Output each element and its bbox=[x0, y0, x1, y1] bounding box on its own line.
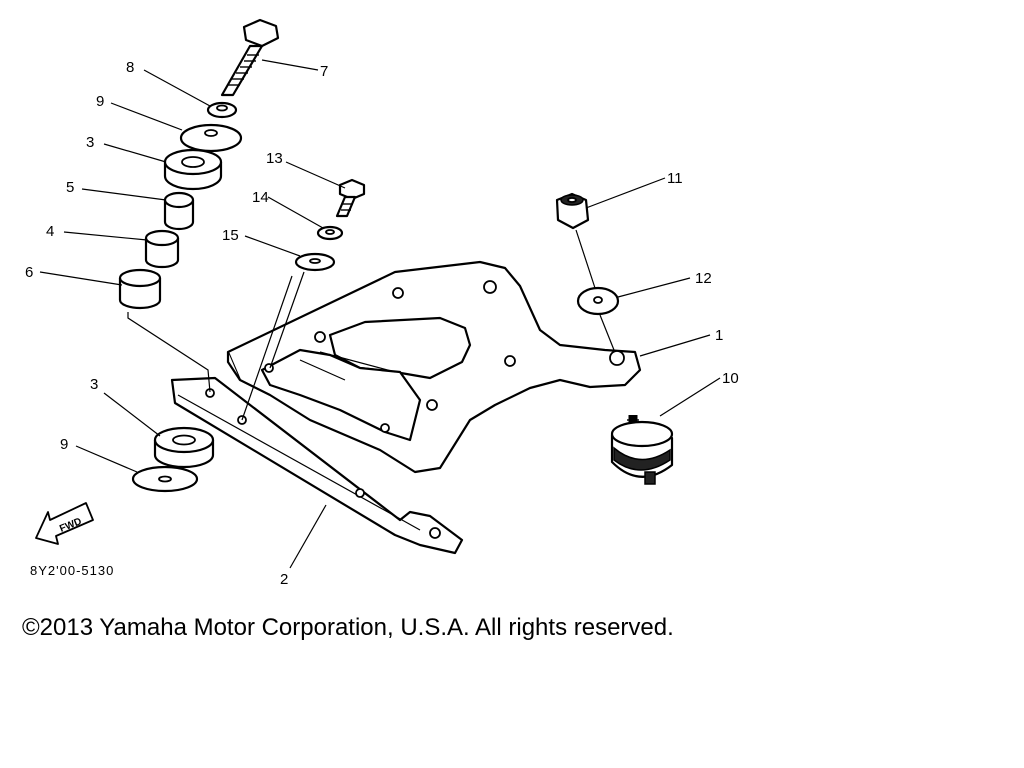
callout-15: 15 bbox=[222, 227, 239, 244]
part-3-damper-lower bbox=[153, 426, 215, 469]
part-3-damper-upper bbox=[163, 148, 223, 191]
callout-12: 12 bbox=[695, 270, 712, 287]
callout-3-upper: 3 bbox=[86, 134, 94, 151]
part-4-collar bbox=[144, 229, 180, 269]
callout-4: 4 bbox=[46, 223, 54, 240]
callout-2: 2 bbox=[280, 571, 288, 588]
part-6-collar bbox=[118, 268, 162, 310]
callout-9-upper: 9 bbox=[96, 93, 104, 110]
callout-5: 5 bbox=[66, 179, 74, 196]
parts-diagram: 1 2 3 3 4 5 6 7 8 9 9 10 11 12 13 14 15 … bbox=[25, 18, 739, 588]
callout-14: 14 bbox=[252, 189, 269, 206]
part-12-washer bbox=[576, 286, 620, 316]
part-14-washer bbox=[316, 225, 344, 241]
callout-11: 11 bbox=[667, 170, 683, 187]
assembly-lines bbox=[127, 229, 615, 421]
part-11-nut bbox=[555, 192, 590, 230]
callout-3-lower: 3 bbox=[90, 376, 98, 393]
callout-10: 10 bbox=[722, 370, 739, 387]
callout-7: 7 bbox=[320, 63, 328, 80]
callout-9-lower: 9 bbox=[60, 436, 68, 453]
part-9-washer-lower bbox=[131, 465, 199, 493]
part-10-rubber-mount bbox=[610, 415, 674, 485]
leader-lines bbox=[39, 59, 721, 569]
part-8-washer bbox=[206, 101, 238, 119]
part-13-bolt bbox=[335, 178, 366, 218]
part-7-bolt bbox=[220, 18, 280, 97]
part-15-washer bbox=[294, 252, 336, 272]
callouts: 1 2 3 3 4 5 6 7 8 9 9 10 11 12 13 14 15 bbox=[25, 59, 739, 588]
part-5-collar bbox=[163, 191, 195, 231]
callout-13: 13 bbox=[266, 150, 283, 167]
copyright-notice: ©2013 Yamaha Motor Corporation, U.S.A. A… bbox=[22, 614, 674, 641]
callout-1: 1 bbox=[715, 327, 723, 344]
forward-arrow-icon: FWD bbox=[35, 502, 94, 545]
drawing-code: 8Y2'00-5130 bbox=[30, 563, 114, 578]
callout-6: 6 bbox=[25, 264, 33, 281]
callout-8: 8 bbox=[126, 59, 134, 76]
part-9-washer-upper bbox=[179, 123, 243, 153]
part-1-mounting-plate bbox=[226, 260, 642, 474]
part-2-rail bbox=[170, 376, 464, 555]
